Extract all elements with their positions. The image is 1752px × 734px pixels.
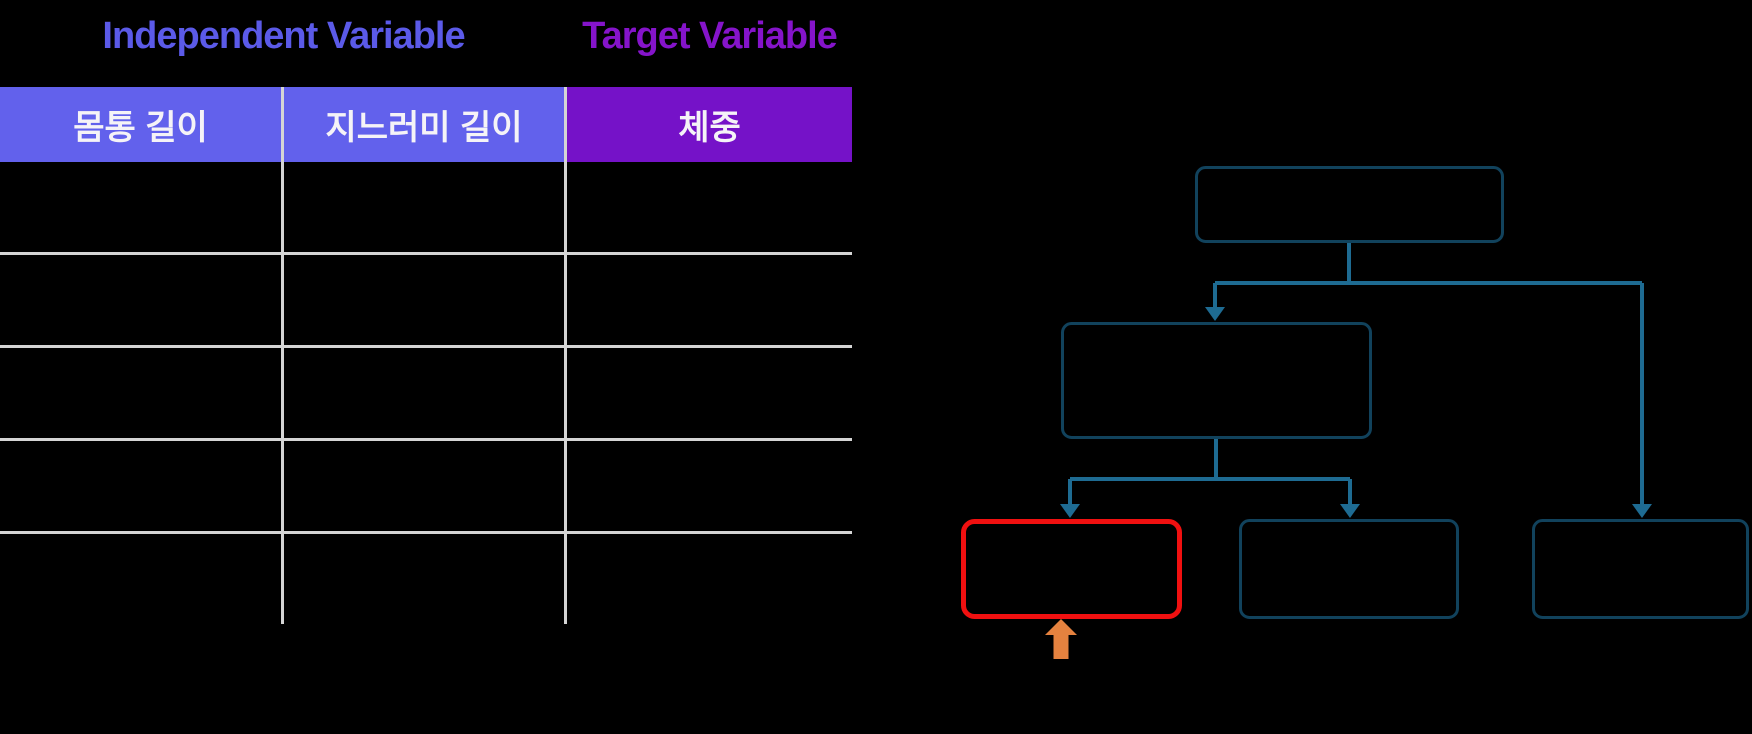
table-cell [284,255,567,345]
tree-node-internal [1061,322,1372,439]
tree-node-leaf-highlighted [961,519,1182,619]
table-row [0,252,852,345]
table-header-body-length: 몸통 길이 [0,87,284,162]
table-row [0,531,852,624]
table-cell [0,162,284,252]
table-cell [0,255,284,345]
table-cell [284,162,567,252]
tree-connectors [1060,242,1652,518]
tree-node-root [1195,166,1504,243]
table-header-row: 몸통 길이 지느러미 길이 체중 [0,87,852,162]
arrowhead-highlighted-leaf-icon [1060,504,1080,518]
arrowhead-right-leaf-icon [1632,504,1652,518]
arrowhead-internal-icon [1205,307,1225,321]
target-variable-label: Target Variable [582,15,838,57]
table-cell [0,348,284,438]
table-row [0,162,852,252]
table-cell [284,441,567,531]
table-header-fin-length: 지느러미 길이 [284,87,567,162]
highlight-pointer-up-arrow-icon [1045,619,1077,659]
data-table: 몸통 길이 지느러미 길이 체중 [0,87,852,624]
table-body [0,162,852,624]
independent-variable-label: Independent Variable [102,15,465,57]
table-cell [0,534,284,624]
table-cell [284,348,567,438]
tree-nodes [961,166,1749,619]
table-cell [284,534,567,624]
table-cell [0,441,284,531]
table-header-weight: 체중 [567,87,852,162]
arrowhead-middle-leaf-icon [1340,504,1360,518]
table-row [0,345,852,438]
tree-node-leaf-right [1532,519,1749,619]
tree-node-leaf-middle [1239,519,1459,619]
table-row [0,438,852,531]
